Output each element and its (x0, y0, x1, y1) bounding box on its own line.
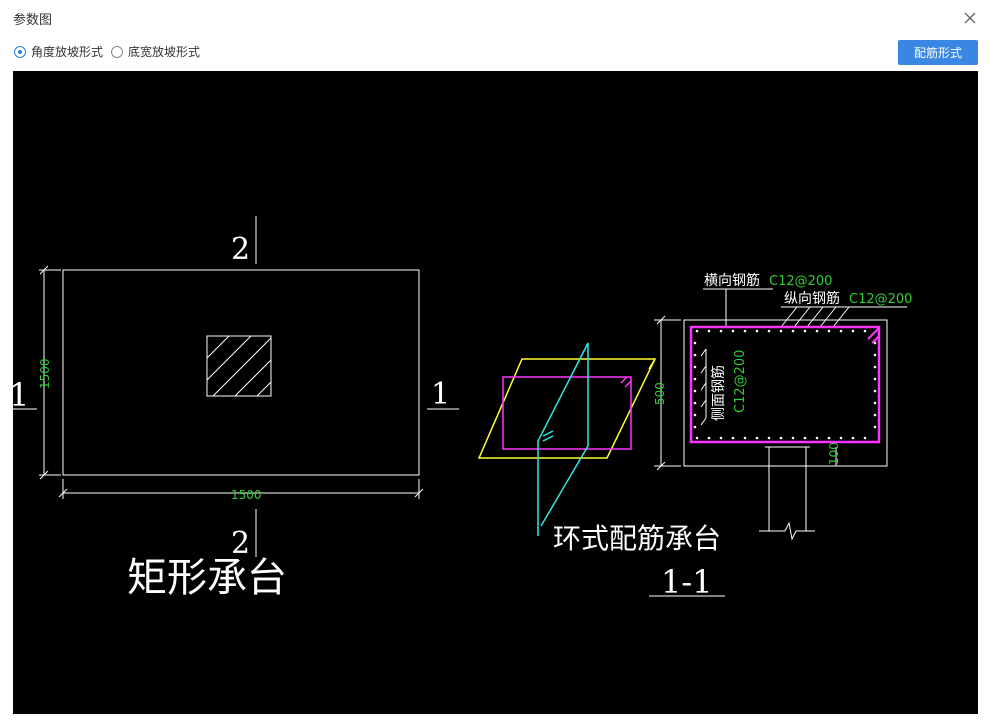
longitudinal-rebar-spec: C12@200 (849, 292, 912, 307)
radio-width-slope-label: 底宽放坡形式 (128, 45, 201, 59)
column-section (206, 335, 272, 397)
radio-checked-icon[interactable] (14, 45, 26, 58)
rebar-dot (693, 413, 697, 417)
rebar-dot (731, 436, 735, 440)
rebar-dot (693, 401, 697, 405)
rebar-dot (791, 329, 795, 333)
rebar-dot (743, 329, 747, 333)
ring-rebar-rect (502, 376, 632, 450)
rebar-dot (767, 436, 771, 440)
rebar-dot (707, 329, 711, 333)
dim-width-text: 1500 (231, 488, 262, 502)
dialog-titlebar: 参数图 (0, 0, 990, 36)
ring-cap-title: 环式配筋承台 (553, 522, 721, 555)
options-toolbar: 角度放坡形式 底宽放坡形式 配筋形式 (0, 36, 990, 70)
radio-angle-slope-label: 角度放坡形式 (31, 45, 104, 59)
dim-height-text: 1500 (38, 358, 52, 389)
slope-cyan-line (537, 342, 589, 451)
rebar-dot (815, 436, 819, 440)
ring-cap-sketch (477, 342, 657, 536)
slope-yellow-frame (477, 358, 657, 459)
section-mark-2-top: 2 (231, 232, 250, 267)
rebar-dot (873, 401, 877, 405)
rebar-dot (863, 329, 867, 333)
rebar-dot (803, 436, 807, 440)
rebar-dot (693, 365, 697, 369)
rebar-dot (791, 436, 795, 440)
horizontal-rebar-label: 横向钢筋 (704, 272, 760, 289)
rebar-dot (839, 436, 843, 440)
close-icon[interactable] (960, 8, 980, 28)
rebar-dot (803, 329, 807, 333)
rebar-dot (779, 436, 783, 440)
rect-cap-title: 矩形承台 (127, 555, 287, 601)
rebar-dot (863, 436, 867, 440)
rebar-dot (873, 365, 877, 369)
rebar-dot (743, 436, 747, 440)
section-mark-2-bottom: 2 (231, 526, 250, 561)
rebar-dot (693, 389, 697, 393)
rebar-dot (779, 329, 783, 333)
rebar-form-button[interactable]: 配筋形式 (898, 40, 978, 65)
rebar-dot (851, 436, 855, 440)
dim-cover-text: 100 (827, 442, 841, 465)
side-rebar-spec: C12@200 (733, 350, 748, 413)
rebar-dot (719, 329, 723, 333)
column-hatch (206, 335, 272, 397)
rebar-dot (851, 329, 855, 333)
rect-cap-plan (13, 216, 459, 557)
rebar-dot (693, 353, 697, 357)
rebar-dot (695, 436, 699, 440)
rebar-dot (815, 329, 819, 333)
rebar-dot (767, 329, 771, 333)
rebar-dot (839, 329, 843, 333)
rebar-dot (755, 436, 759, 440)
rebar-dot (695, 329, 699, 333)
rebar-dot (755, 329, 759, 333)
rebar-dot (873, 425, 877, 429)
radio-angle-slope[interactable]: 角度放坡形式 (14, 43, 103, 60)
rebar-dot (693, 341, 697, 345)
rebar-dot (827, 329, 831, 333)
radio-unchecked-icon[interactable] (111, 45, 123, 58)
rebar-dot (707, 436, 711, 440)
section-outline (683, 319, 888, 467)
section-mark-1-right: 1 (431, 377, 450, 412)
cap-outline (62, 269, 420, 476)
rebar-dot (693, 377, 697, 381)
rebar-dot (827, 436, 831, 440)
side-rebar-label: 侧面钢筋 (710, 365, 727, 421)
drawing-svg: 2 2 1 1 1500 1500 矩形承台 环式配筋承台 (9, 216, 912, 601)
parameter-drawing-canvas: 2 2 1 1 1500 1500 矩形承台 环式配筋承台 (9, 71, 978, 714)
horizontal-rebar-spec: C12@200 (769, 274, 832, 289)
rebar-dot (873, 341, 877, 345)
dialog-title: 参数图 (13, 13, 53, 28)
rebar-dot (873, 413, 877, 417)
rebar-dot (693, 425, 697, 429)
rebar-dots (693, 329, 877, 440)
rebar-dot (731, 329, 735, 333)
radio-width-slope[interactable]: 底宽放坡形式 (111, 43, 200, 60)
section-1-1-title: 1-1 (661, 563, 713, 601)
section-rebar-ring (689, 325, 881, 444)
rebar-dot (873, 389, 877, 393)
rebar-dot (873, 377, 877, 381)
section-1-1 (654, 288, 907, 541)
longitudinal-rebar-label: 纵向钢筋 (784, 290, 840, 307)
section-mark-1-left: 1 (13, 376, 29, 414)
rebar-dot (873, 353, 877, 357)
rebar-dot (719, 436, 723, 440)
dim-section-height-text: 500 (653, 382, 667, 405)
